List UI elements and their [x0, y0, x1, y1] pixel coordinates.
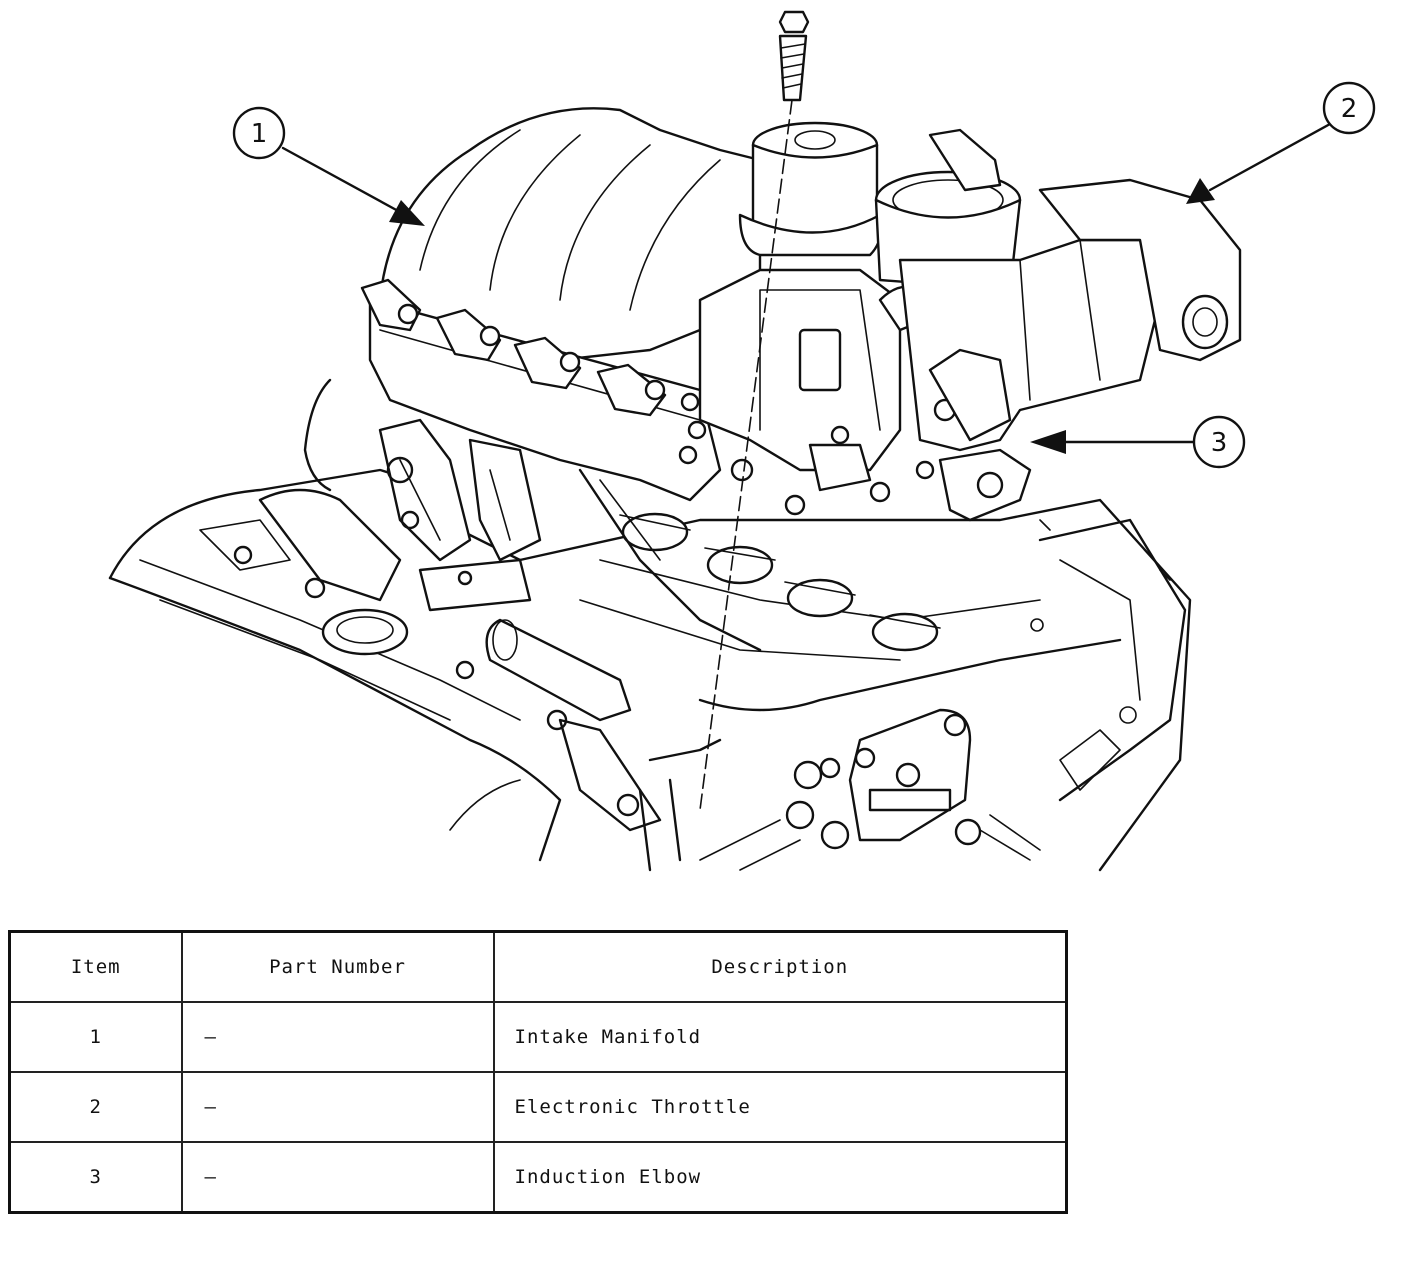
- engine-exploded-diagram: 1 2 3: [108, 10, 1376, 872]
- callout-3: 3: [1192, 415, 1246, 469]
- callout-1: 1: [232, 106, 286, 160]
- table-row: 3 — Induction Elbow: [8, 1141, 1068, 1214]
- intake-manifold-drawing: [303, 107, 762, 652]
- item-cell: 1: [8, 1001, 183, 1073]
- part-number-cell: —: [180, 1071, 495, 1143]
- callout-leaders: [281, 122, 1332, 454]
- item-cell: 3: [8, 1141, 183, 1214]
- description-cell: Electronic Throttle: [492, 1071, 1068, 1143]
- bolt-drawing: [699, 10, 810, 811]
- svg-text:1: 1: [251, 119, 268, 149]
- svg-text:2: 2: [1341, 94, 1358, 124]
- header-part-number: Part Number: [180, 930, 495, 1003]
- induction-elbow-drawing: [678, 121, 927, 516]
- description-cell: Intake Manifold: [492, 1001, 1068, 1073]
- header-description: Description: [492, 930, 1068, 1003]
- svg-text:3: 3: [1211, 428, 1228, 458]
- callout-2: 2: [1322, 81, 1376, 135]
- table-row: 1 — Intake Manifold: [8, 1001, 1068, 1073]
- description-cell: Induction Elbow: [492, 1141, 1068, 1214]
- part-number-cell: —: [180, 1001, 495, 1073]
- engine-block-drawing: [108, 468, 1192, 872]
- part-number-cell: —: [180, 1141, 495, 1214]
- table-header-row: Item Part Number Description: [8, 930, 1068, 1003]
- header-item: Item: [8, 930, 183, 1003]
- item-cell: 2: [8, 1071, 183, 1143]
- parts-table: Item Part Number Description 1 — Intake …: [8, 930, 1068, 1214]
- electronic-throttle-drawing: [874, 128, 1242, 522]
- table-row: 2 — Electronic Throttle: [8, 1071, 1068, 1143]
